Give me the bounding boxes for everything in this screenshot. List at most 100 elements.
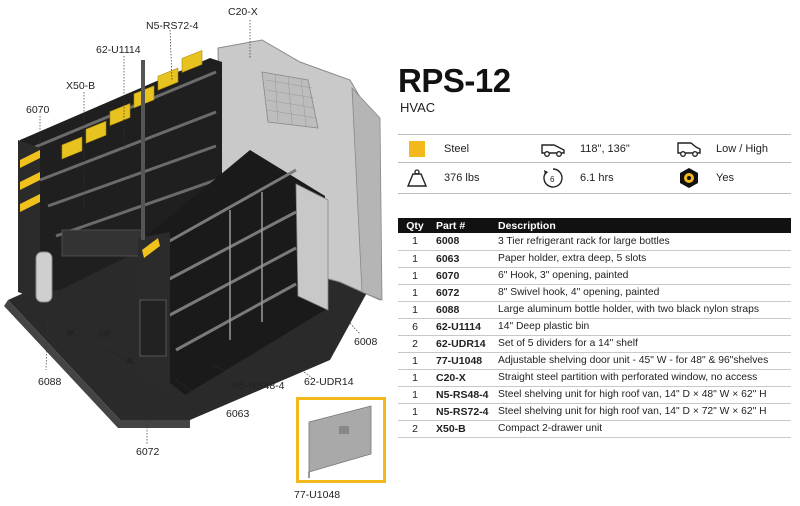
spec-install-time-label: 6.1 hrs — [580, 172, 614, 184]
spec-material-label: Steel — [444, 143, 470, 155]
row-desc: Paper holder, extra deep, 5 slots — [494, 250, 791, 268]
steel-swatch-icon — [404, 138, 430, 160]
row-part: 6072 — [432, 284, 494, 302]
dimension-arrow — [67, 331, 133, 363]
row-part: N5-RS48-4 — [432, 386, 494, 404]
row-part: 62-UDR14 — [432, 335, 494, 353]
svg-text:6: 6 — [550, 175, 555, 184]
spec-weight: 376 lbs — [404, 167, 479, 189]
shelving-n5rs48-shelves — [149, 168, 297, 352]
safety-stripes-front — [142, 238, 160, 258]
spec-roof: Low / High — [676, 138, 768, 160]
door-unit-drawing — [308, 405, 372, 478]
callout-62udr14: 62-UDR14 — [304, 376, 354, 388]
partition-side-panel — [351, 86, 383, 301]
row-part: C20-X — [432, 369, 494, 387]
van-interior-illustration — [4, 20, 383, 444]
header-qty: Qty — [398, 218, 432, 233]
shelving-n5rs48-side — [295, 183, 329, 311]
callout-6063: 6063 — [226, 408, 250, 420]
callout-77u1048: 77-U1048 — [294, 489, 341, 501]
row-desc: Steel shelving unit for high roof van, 1… — [494, 403, 791, 421]
callout-6072: 6072 — [136, 446, 160, 458]
row-desc: Straight steel partition with perforated… — [494, 369, 791, 387]
product-title: RPS-12 — [398, 62, 511, 99]
dimension-arrow-head-left — [66, 330, 74, 337]
row-qty: 1 — [398, 284, 432, 302]
header-part: Part # — [432, 218, 494, 233]
callout-6070: 6070 — [26, 104, 50, 116]
row-desc: Adjustable shelving door unit - 45" W - … — [494, 352, 791, 370]
row-qty: 2 — [398, 335, 432, 353]
row-qty: 2 — [398, 420, 432, 438]
van-roof-icon — [676, 138, 702, 160]
row-qty: 1 — [398, 250, 432, 268]
safety-stripes-left — [20, 150, 40, 212]
row-part: N5-RS72-4 — [432, 403, 494, 421]
row-qty: 1 — [398, 352, 432, 370]
van-floor-edge — [4, 300, 190, 428]
row-desc: 3 Tier refrigerant rack for large bottle… — [494, 233, 791, 251]
spec-van-length: 118", 136" — [540, 138, 630, 160]
spec-install-time: 6 6.1 hrs — [540, 167, 614, 189]
shelving-n5rs72-shelves — [27, 70, 217, 238]
spec-hardware: Yes — [676, 167, 734, 189]
spec-roof-label: Low / High — [716, 143, 768, 155]
callout-n5rs48: N5-RS48-4 — [232, 380, 285, 392]
dimension-label: 38" — [98, 328, 114, 340]
row-qty: 6 — [398, 318, 432, 336]
rack-6008 — [229, 192, 263, 340]
callout-n5rs72: N5-RS72-4 — [146, 20, 199, 32]
row-qty: 1 — [398, 233, 432, 251]
row-desc: Set of 5 dividers for a 14" shelf — [494, 335, 791, 353]
product-subtitle: HVAC — [400, 100, 436, 115]
row-qty: 1 — [398, 369, 432, 387]
row-part: 62-U1114 — [432, 318, 494, 336]
row-qty: 1 — [398, 301, 432, 319]
callout-leaders — [39, 20, 361, 444]
row-desc: 8" Swivel hook, 4" opening, painted — [494, 284, 791, 302]
row-part: 6070 — [432, 267, 494, 285]
callout-c20x: C20-X — [228, 6, 258, 18]
spec-hardware-label: Yes — [716, 172, 734, 184]
row-qty: 1 — [398, 267, 432, 285]
divider-top — [398, 134, 791, 135]
hardware-icon — [676, 167, 702, 189]
row-qty: 1 — [398, 386, 432, 404]
partition-perforation — [265, 73, 317, 127]
row-desc: Steel shelving unit for high roof van, 1… — [494, 386, 791, 404]
parts-table-header: Qty Part # Description — [398, 218, 791, 233]
row-part: 6008 — [432, 233, 494, 251]
install-time-icon: 6 — [540, 167, 566, 189]
divider-mid — [398, 162, 791, 163]
callout-6088: 6088 — [38, 376, 62, 388]
divider-bottom — [398, 193, 791, 194]
door-unit-inset — [296, 397, 386, 483]
row-desc: 6" Hook, 3" opening, painted — [494, 267, 791, 285]
row-part: 77-U1048 — [432, 352, 494, 370]
shelving-n5rs48-body — [142, 150, 325, 395]
header-description: Description — [494, 218, 791, 233]
bottle-holder-6088 — [35, 251, 53, 303]
weight-icon — [404, 167, 430, 189]
dimension-arrow-head-right — [126, 357, 134, 364]
bins-62u1114 — [61, 49, 203, 160]
paper-holder-6063 — [139, 299, 167, 357]
row-desc: Large aluminum bottle holder, with two b… — [494, 301, 791, 319]
row-desc: Compact 2-drawer unit — [494, 420, 791, 438]
row-part: 6088 — [432, 301, 494, 319]
van-length-icon — [540, 138, 566, 160]
